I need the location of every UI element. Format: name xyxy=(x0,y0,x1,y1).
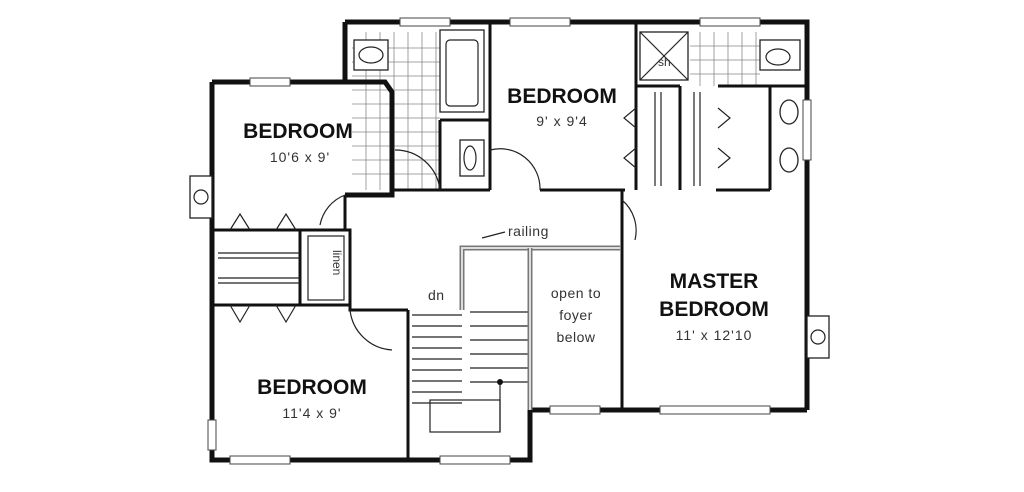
master-name-line1: MASTER xyxy=(670,270,759,293)
shower-label: sh xyxy=(658,55,671,69)
railing-label: railing xyxy=(508,223,549,239)
master-size: 11' x 12'10 xyxy=(676,327,753,343)
master-bath-tile-floor xyxy=(690,32,760,86)
open-to-foyer-line3: below xyxy=(556,329,595,345)
hall-bath-fixtures xyxy=(353,29,485,191)
bedroom-nw-name: BEDROOM xyxy=(243,120,353,143)
open-to-foyer-line2: foyer xyxy=(559,307,593,323)
linen-label: linen xyxy=(330,250,344,275)
master-name-line2: BEDROOM xyxy=(659,298,769,321)
closets xyxy=(218,92,731,324)
bedroom-n-size: 9' x 9'4 xyxy=(536,113,587,129)
staircase xyxy=(412,311,530,433)
bedroom-nw-size: 10'6 x 9' xyxy=(270,149,330,165)
stairs-down-label: dn xyxy=(428,287,445,303)
wall-bumpouts xyxy=(189,175,830,359)
master-bath-fixtures xyxy=(639,31,801,173)
railing xyxy=(459,231,620,410)
bedroom-n-name: BEDROOM xyxy=(507,85,617,108)
open-to-foyer-line1: open to xyxy=(551,285,601,301)
bedroom-sw-size: 11'4 x 9' xyxy=(282,405,341,421)
door-swings xyxy=(319,148,637,351)
windows xyxy=(207,17,812,465)
hall-bath-tile-floor xyxy=(352,32,440,190)
interior-walls xyxy=(212,22,807,460)
bedroom-sw-name: BEDROOM xyxy=(257,376,367,399)
